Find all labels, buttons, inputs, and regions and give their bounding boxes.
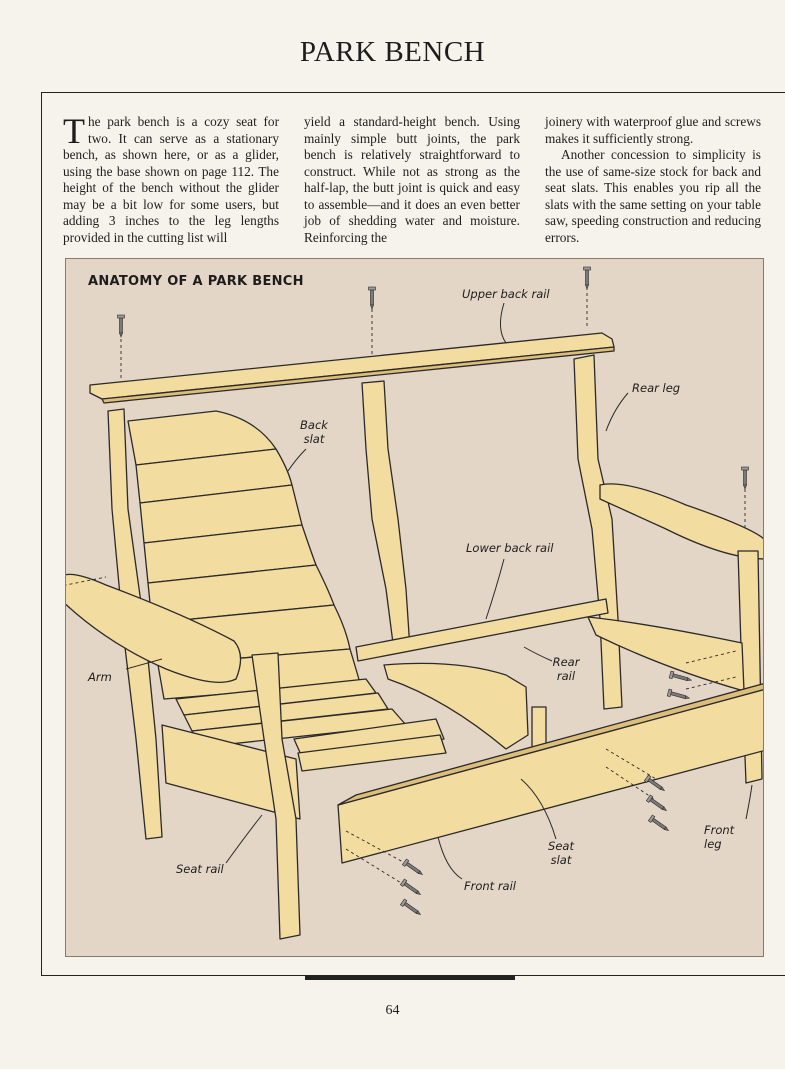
label-front-leg-line2: leg — [704, 837, 722, 851]
label-rear-leg: Rear leg — [632, 381, 681, 395]
paragraph-2: Another concession to simplicity is the … — [545, 147, 761, 245]
label-rear-rail: Rear rail — [550, 655, 582, 683]
seat-slat — [297, 734, 447, 772]
rear-rail — [383, 662, 529, 750]
label-rear-rail-line1: Rear — [552, 655, 580, 669]
label-rear-rail-line2: rail — [556, 669, 576, 683]
label-front-rail: Front rail — [464, 879, 516, 893]
label-seat-slat-line1: Seat — [548, 839, 574, 853]
page-number: 64 — [385, 1003, 400, 1018]
figure-title: ANATOMY OF A PARK BENCH — [88, 274, 304, 289]
drop-cap: T — [63, 111, 85, 151]
label-back-slat-line1: Back — [300, 418, 328, 432]
page-title: PARK BENCH — [299, 36, 486, 68]
rear-leg-middle — [361, 380, 411, 652]
front-leg-left — [251, 652, 301, 940]
seat-rail-left — [161, 724, 301, 820]
label-arm: Arm — [88, 670, 112, 684]
label-back-slat: Back slat — [298, 418, 330, 446]
label-seat-slat-line2: slat — [550, 853, 572, 867]
paragraph-1-end: joinery with waterproof glue and screws … — [545, 114, 761, 146]
bench-diagram: ANATOMY OF A PARK BENCH Upper back rail … — [65, 258, 764, 957]
text-column-2: yield a standard-height bench. Using mai… — [304, 114, 520, 246]
paragraph-1-continued: yield a standard-height bench. Using mai… — [304, 114, 520, 245]
arm-right — [599, 483, 763, 560]
label-lower-back-rail: Lower back rail — [466, 541, 554, 555]
label-seat-rail: Seat rail — [176, 862, 224, 876]
seat-slat — [293, 718, 445, 758]
label-front-leg: Front leg — [704, 823, 740, 851]
label-seat-slat: Seat slat — [544, 839, 578, 867]
label-upper-back-rail: Upper back rail — [462, 287, 550, 301]
paragraph-1: he park bench is a cozy seat for two. It… — [63, 114, 279, 245]
text-column-3: joinery with waterproof glue and screws … — [545, 114, 761, 246]
bottom-rule — [305, 976, 515, 980]
front-rail — [337, 689, 763, 864]
label-front-leg-line1: Front — [704, 823, 735, 837]
arm-left — [66, 573, 242, 683]
page-frame — [41, 92, 785, 976]
bench-illustration — [66, 266, 763, 940]
lower-back-rail — [355, 598, 609, 662]
upper-back-rail — [89, 332, 615, 400]
label-back-slat-line2: slat — [303, 432, 325, 446]
